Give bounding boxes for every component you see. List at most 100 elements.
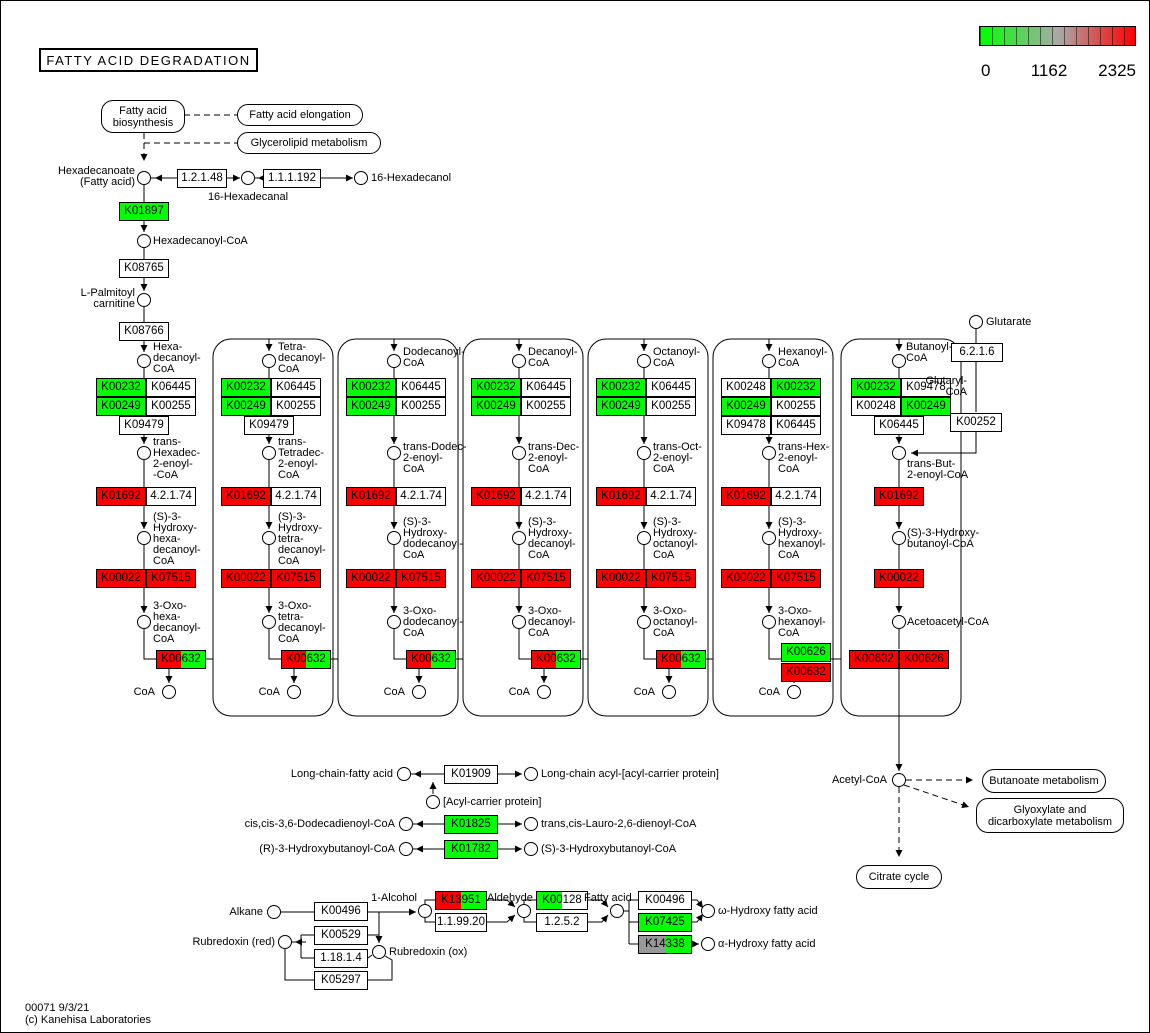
ko-box-4.2.1.74[interactable]: 4.2.1.74: [146, 487, 196, 506]
ko-box-K05297[interactable]: K05297: [314, 971, 368, 990]
ko-box-K00022[interactable]: K00022: [596, 569, 646, 588]
ko-box-K00232[interactable]: K00232: [346, 378, 396, 397]
compound-trans-but-2-enoyl-coa[interactable]: [892, 446, 906, 460]
ko-box-K00022[interactable]: K00022: [721, 569, 771, 588]
ko-box-K00255[interactable]: K00255: [146, 397, 196, 416]
pathway-link-citrate-cycle[interactable]: Citrate cycle: [856, 865, 942, 889]
ko-box-4.2.1.74[interactable]: 4.2.1.74: [271, 487, 321, 506]
ko-box-K06445[interactable]: K06445: [396, 378, 446, 397]
ko-box-1.2.5.2[interactable]: 1.2.5.2: [536, 913, 588, 932]
compound-coa-5[interactable]: [662, 685, 676, 699]
ko-box-K01897[interactable]: K01897: [119, 202, 169, 221]
ko-box-K09479[interactable]: K09479: [119, 416, 169, 435]
compound-3-oxo-hexadecanoyl-coa[interactable]: [137, 615, 151, 629]
ko-box-K01782[interactable]: K01782: [444, 840, 498, 859]
compound-hexanoyl-coa[interactable]: [762, 354, 776, 368]
ko-box-K00128[interactable]: K00128: [536, 891, 588, 910]
compound-butanoyl-coa[interactable]: [892, 354, 906, 368]
ko-box-K00632[interactable]: K00632: [406, 650, 456, 669]
compound-16-hexadecanol[interactable]: [354, 171, 368, 185]
compound-1-alcohol[interactable]: [418, 904, 432, 918]
ko-box-K13951[interactable]: K13951: [435, 891, 487, 910]
compound-tetradecanoyl-coa[interactable]: [262, 354, 276, 368]
compound-l-palmitoyl-carnitine[interactable]: [137, 293, 151, 307]
ko-box-K06445[interactable]: K06445: [521, 378, 571, 397]
ko-box-K01825[interactable]: K01825: [444, 815, 498, 834]
pathway-link-glyoxylate-dicarboxylate-metabolism[interactable]: Glyoxylate and dicarboxylate metabolism: [976, 798, 1124, 833]
ko-box-K09478[interactable]: K09478: [901, 378, 951, 397]
ko-box-K01692[interactable]: K01692: [471, 487, 521, 506]
compound-acyl-carrier-protein[interactable]: [426, 795, 440, 809]
ko-box-K00249[interactable]: K00249: [96, 397, 146, 416]
compound-s-3-hydroxy-dodecanoyl-coa[interactable]: [387, 531, 401, 545]
ko-box-K00232[interactable]: K00232: [96, 378, 146, 397]
compound-alkane[interactable]: [267, 905, 281, 919]
pathway-link-fatty-acid-elongation[interactable]: Fatty acid elongation: [237, 104, 363, 126]
ko-box-1.1.99.20[interactable]: 1.1.99.20: [435, 913, 487, 932]
compound-trans-dodec-2-enoyl-coa[interactable]: [387, 446, 401, 460]
ko-box-K07515[interactable]: K07515: [646, 569, 696, 588]
compound-trans-hexadec-2-enoyl-coa[interactable]: [137, 446, 151, 460]
ko-box-K08765[interactable]: K08765: [119, 259, 169, 278]
compound-glutarate[interactable]: [969, 315, 983, 329]
ko-box-K00022[interactable]: K00022: [96, 569, 146, 588]
ko-box-1.18.1.4[interactable]: 1.18.1.4: [314, 949, 368, 968]
compound-long-chain-acyl-acp[interactable]: [524, 767, 538, 781]
ko-box-K00232[interactable]: K00232: [221, 378, 271, 397]
ko-box-4.2.1.74[interactable]: 4.2.1.74: [771, 487, 821, 506]
ko-box-K01692[interactable]: K01692: [346, 487, 396, 506]
ko-box-K00632[interactable]: K00632: [156, 650, 206, 669]
compound-s-3-hydroxy-tetradecanoyl-coa[interactable]: [262, 531, 276, 545]
compound-3-oxo-octanoyl-coa[interactable]: [637, 615, 651, 629]
compound-s-3-hydroxy-octanoyl-coa[interactable]: [637, 531, 651, 545]
ko-box-K00632[interactable]: K00632: [656, 650, 706, 669]
compound-omega-hydroxy-fatty-acid[interactable]: [701, 904, 715, 918]
ko-box-K00232[interactable]: K00232: [596, 378, 646, 397]
ko-box-4.2.1.74[interactable]: 4.2.1.74: [396, 487, 446, 506]
ko-box-K07515[interactable]: K07515: [521, 569, 571, 588]
ko-box-K00496[interactable]: K00496: [314, 902, 368, 921]
ko-box-K00248[interactable]: K00248: [851, 397, 901, 416]
ko-box-K00255[interactable]: K00255: [521, 397, 571, 416]
ko-box-K07515[interactable]: K07515: [271, 569, 321, 588]
ko-box-K00249[interactable]: K00249: [721, 397, 771, 416]
ko-box-K06445[interactable]: K06445: [874, 416, 924, 435]
ko-box-K00255[interactable]: K00255: [271, 397, 321, 416]
compound-coa-2[interactable]: [287, 685, 301, 699]
ko-box-1.1.1.192[interactable]: 1.1.1.192: [263, 169, 321, 188]
ko-box-K00022[interactable]: K00022: [346, 569, 396, 588]
ko-box-K00496[interactable]: K00496: [638, 891, 692, 910]
ko-box-K00232[interactable]: K00232: [771, 378, 821, 397]
compound-hexadecanoyl-coa[interactable]: [137, 234, 151, 248]
compound-long-chain-fatty-acid[interactable]: [397, 767, 411, 781]
compound-r-3-hydroxybutanoyl-coa[interactable]: [399, 842, 413, 856]
ko-box-K07515[interactable]: K07515: [146, 569, 196, 588]
compound-3-oxo-hexanoyl-coa[interactable]: [762, 615, 776, 629]
ko-box-K09478[interactable]: K09478: [721, 416, 771, 435]
ko-box-K14338[interactable]: K14338: [638, 935, 692, 954]
compound-s-3-hydroxy-hexanoyl-coa[interactable]: [762, 531, 776, 545]
ko-box-K00232[interactable]: K00232: [471, 378, 521, 397]
ko-box-K00248[interactable]: K00248: [721, 378, 771, 397]
ko-box-K00255[interactable]: K00255: [646, 397, 696, 416]
compound-3-oxo-decanoyl-coa[interactable]: [512, 615, 526, 629]
ko-box-4.2.1.74[interactable]: 4.2.1.74: [646, 487, 696, 506]
compound-trans-dec-2-enoyl-coa[interactable]: [512, 446, 526, 460]
ko-box-4.2.1.74[interactable]: 4.2.1.74: [521, 487, 571, 506]
compound-rubredoxin-red[interactable]: [278, 935, 292, 949]
ko-box-K01692[interactable]: K01692: [596, 487, 646, 506]
ko-box-K09479[interactable]: K09479: [244, 416, 294, 435]
compound-16-hexadecanal[interactable]: [241, 171, 255, 185]
compound-s-3-hydroxy-hexadecanoyl-coa[interactable]: [137, 531, 151, 545]
ko-box-K00249[interactable]: K00249: [471, 397, 521, 416]
compound-coa-1[interactable]: [162, 685, 176, 699]
compound-octanoyl-coa[interactable]: [637, 354, 651, 368]
ko-box-K07515[interactable]: K07515: [396, 569, 446, 588]
compound-rubredoxin-ox[interactable]: [372, 945, 386, 959]
compound-aldehyde[interactable]: [517, 904, 531, 918]
ko-box-K00252[interactable]: K00252: [950, 413, 1002, 432]
compound-acetoacetyl-coa[interactable]: [892, 615, 906, 629]
compound-3-oxo-dodecanoyl-coa[interactable]: [387, 615, 401, 629]
compound-acetyl-coa[interactable]: [892, 773, 906, 787]
pathway-link-fatty-acid-biosynthesis[interactable]: Fatty acid biosynthesis: [101, 100, 185, 133]
